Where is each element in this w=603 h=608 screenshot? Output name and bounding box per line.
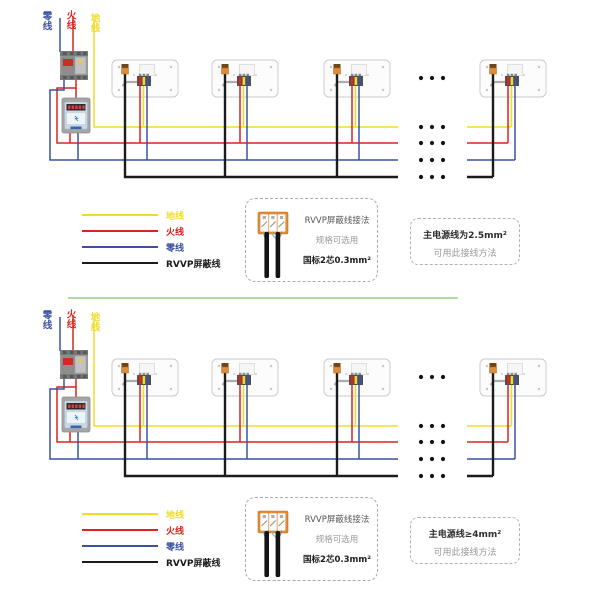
diagram-top-overlay: 零线 火线 地线 地线 火线 零线 RVVP屏蔽线 RVVP屏蔽线接法 xyxy=(0,0,603,299)
legend-label-shield: RVVP屏蔽线 xyxy=(166,259,221,270)
panel-terminals xyxy=(221,64,251,86)
rvvp-line3: 国标2芯0.3mm² xyxy=(303,256,371,266)
rvvp-line3: 国标2芯0.3mm² xyxy=(303,555,371,565)
wire-layer xyxy=(49,315,516,478)
legend-line-shield xyxy=(82,561,158,563)
legend-label-ground: 地线 xyxy=(166,510,185,521)
rvvp-line1: RVVP屏蔽线接法 xyxy=(304,515,370,525)
rvvp-connector-graphic xyxy=(257,211,289,278)
legend-line-ground xyxy=(82,513,158,515)
panel-terminals xyxy=(333,363,363,385)
live-source-label: 火线 xyxy=(64,309,76,329)
legend-line-neutral xyxy=(82,545,158,547)
legend-row-shield: RVVP屏蔽线 xyxy=(82,257,221,270)
circuit-breaker xyxy=(60,51,88,80)
ground-source-label: 地线 xyxy=(88,312,100,332)
legend: 地线 火线 零线 RVVP屏蔽线 xyxy=(82,209,292,273)
rvvp-sample-box: RVVP屏蔽线接法 规格可选用 国标2芯0.3mm² xyxy=(245,497,378,581)
legend-line-shield xyxy=(82,262,158,264)
legend-row-neutral: 零线 xyxy=(82,241,185,254)
diagram-bottom-overlay: 零线 火线 地线 地线 火线 零线 RVVP屏蔽线 RVVP屏蔽线接法 xyxy=(0,299,603,598)
legend-label-live: 火线 xyxy=(166,227,185,238)
legend-label-ground: 地线 xyxy=(166,211,185,222)
main-power-note-box: 主电源线为2.5mm² 可用此接线方法 xyxy=(410,218,520,265)
diagram-bottom-graphics xyxy=(49,315,547,577)
ground-source-label: 地线 xyxy=(88,13,100,33)
legend-label-neutral: 零线 xyxy=(166,542,185,553)
main-power-note-line2: 可用此接线方法 xyxy=(433,548,497,558)
power-meter xyxy=(61,396,91,433)
rvvp-line1: RVVP屏蔽线接法 xyxy=(304,216,370,226)
panel-terminals xyxy=(489,363,519,385)
wire-layer xyxy=(49,16,516,179)
legend-label-shield: RVVP屏蔽线 xyxy=(166,558,221,569)
legend-row-live: 火线 xyxy=(82,225,185,238)
neutral-source-label: 零线 xyxy=(40,310,52,330)
legend-line-ground xyxy=(82,214,158,216)
green-divider-line xyxy=(68,297,458,299)
panel-terminals xyxy=(121,363,151,385)
rvvp-sample-box: RVVP屏蔽线接法 规格可选用 国标2芯0.3mm² xyxy=(245,198,378,282)
panel-terminals xyxy=(333,64,363,86)
panel-terminals xyxy=(121,64,151,86)
legend-label-live: 火线 xyxy=(166,526,185,537)
main-power-note-line2: 可用此接线方法 xyxy=(433,249,497,259)
main-power-note-box: 主电源线≥4mm² 可用此接线方法 xyxy=(410,517,520,564)
legend-row-ground: 地线 xyxy=(82,209,185,222)
rvvp-sample-text: RVVP屏蔽线接法 规格可选用 国标2芯0.3mm² xyxy=(298,513,376,565)
rvvp-line2: 规格可选用 xyxy=(315,236,359,246)
rvvp-line2: 规格可选用 xyxy=(315,535,359,545)
legend-line-live xyxy=(82,529,158,531)
legend-line-neutral xyxy=(82,246,158,248)
circuit-breaker xyxy=(60,350,88,379)
rvvp-sample-text: RVVP屏蔽线接法 规格可选用 国标2芯0.3mm² xyxy=(298,214,376,266)
diagram-top-graphics xyxy=(49,16,547,278)
legend-row-neutral: 零线 xyxy=(82,540,185,553)
legend-line-live xyxy=(82,230,158,232)
legend-row-live: 火线 xyxy=(82,524,185,537)
power-meter xyxy=(61,97,91,134)
legend-row-ground: 地线 xyxy=(82,508,185,521)
neutral-source-label: 零线 xyxy=(40,11,52,31)
main-power-note-line1: 主电源线≥4mm² xyxy=(428,530,502,540)
legend-label-neutral: 零线 xyxy=(166,243,185,254)
live-source-label: 火线 xyxy=(64,10,76,30)
legend: 地线 火线 零线 RVVP屏蔽线 xyxy=(82,508,292,572)
panel-terminals xyxy=(221,363,251,385)
continuation-dots xyxy=(418,374,446,479)
legend-row-shield: RVVP屏蔽线 xyxy=(82,556,221,569)
rvvp-connector-graphic xyxy=(257,510,289,577)
main-power-note-line1: 主电源线为2.5mm² xyxy=(423,231,507,241)
panel-terminals xyxy=(489,64,519,86)
continuation-dots xyxy=(418,75,446,180)
